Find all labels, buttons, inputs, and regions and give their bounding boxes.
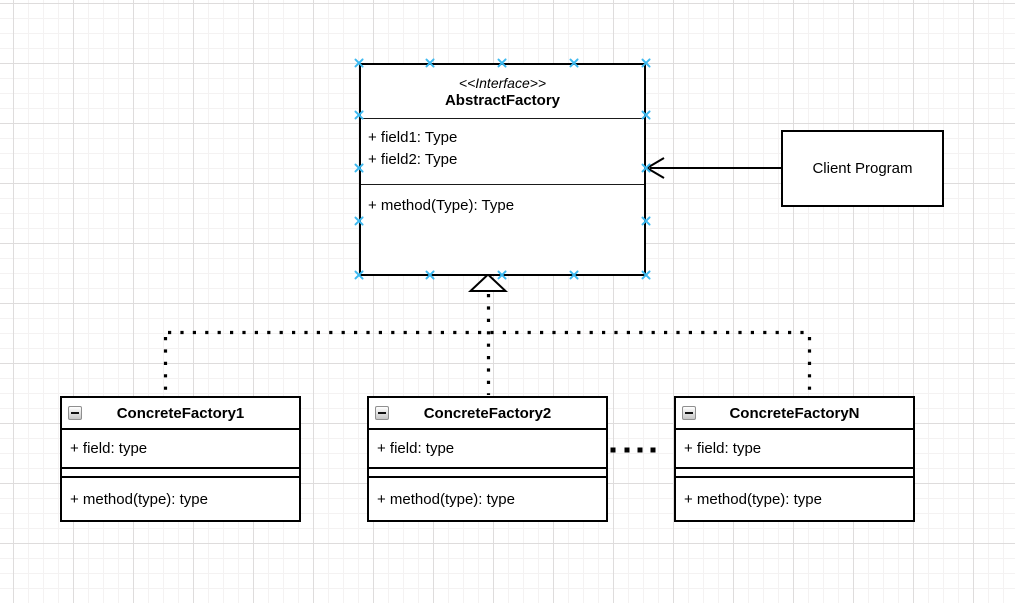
class-title-compartment: ConcreteFactoryN <box>676 398 913 430</box>
x-handle-icon[interactable] <box>568 269 580 281</box>
inheritance-triangle-icon[interactable] <box>467 273 509 292</box>
concrete-factory-1-class[interactable]: ConcreteFactory1 + field: type + method(… <box>60 396 301 522</box>
fields-compartment: + field: type <box>369 430 606 469</box>
methods-compartment: + method(type): type <box>676 478 913 520</box>
x-handle-icon[interactable] <box>353 109 365 121</box>
class-title-compartment: ConcreteFactory1 <box>62 398 299 430</box>
x-handle-icon[interactable] <box>353 215 365 227</box>
fields-compartment: + field: type <box>62 430 299 469</box>
collapse-minus-icon[interactable] <box>682 406 696 420</box>
collapse-minus-icon[interactable] <box>68 406 82 420</box>
methods-compartment: + method(Type): Type <box>361 185 644 217</box>
class-name: ConcreteFactory1 <box>116 404 245 422</box>
collapse-minus-icon[interactable] <box>375 406 389 420</box>
x-handle-icon[interactable] <box>353 269 365 281</box>
x-handle-icon[interactable] <box>640 57 652 69</box>
class-name: AbstractFactory <box>444 91 561 109</box>
x-handle-icon[interactable] <box>496 269 508 281</box>
x-handle-icon[interactable] <box>640 162 652 174</box>
class-name: ConcreteFactoryN <box>729 404 860 422</box>
x-handle-icon[interactable] <box>424 57 436 69</box>
class-name: ConcreteFactory2 <box>423 404 552 422</box>
field-entry: + field2: Type <box>368 151 458 168</box>
methods-compartment: + method(type): type <box>62 478 299 520</box>
compartment-divider <box>676 469 913 478</box>
compartment-divider <box>62 469 299 478</box>
method-entry: + method(type): type <box>377 490 515 508</box>
class-title-compartment: <<Interface>> AbstractFactory <box>361 65 644 119</box>
association-arrow[interactable] <box>645 157 781 179</box>
method-entry: + method(type): type <box>70 490 208 508</box>
realization-connector[interactable] <box>163 294 812 395</box>
field-entry: + field: type <box>70 440 148 457</box>
fields-compartment: + field: type <box>676 430 913 469</box>
x-handle-icon[interactable] <box>424 269 436 281</box>
x-handle-icon[interactable] <box>640 215 652 227</box>
method-entry: + method(type): type <box>684 490 822 508</box>
methods-compartment: + method(type): type <box>369 478 606 520</box>
ellipsis-dots <box>610 447 656 453</box>
x-handle-icon[interactable] <box>353 57 365 69</box>
x-handle-icon[interactable] <box>568 57 580 69</box>
stereotype-label: <<Interface>> <box>458 74 547 91</box>
x-handle-icon[interactable] <box>640 269 652 281</box>
abstract-factory-class[interactable]: <<Interface>> AbstractFactory + field1: … <box>359 63 646 276</box>
x-handle-icon[interactable] <box>496 57 508 69</box>
compartment-divider <box>369 469 606 478</box>
x-handle-icon[interactable] <box>353 162 365 174</box>
x-handle-icon[interactable] <box>640 109 652 121</box>
field-entry: + field1: Type <box>368 129 458 146</box>
method-entry: + method(Type): Type <box>368 197 515 214</box>
field-entry: + field: type <box>684 440 762 457</box>
client-program-label: Client Program <box>812 160 913 177</box>
client-program-box[interactable]: Client Program <box>781 130 944 207</box>
field-entry: + field: type <box>377 440 455 457</box>
class-title-compartment: ConcreteFactory2 <box>369 398 606 430</box>
concrete-factory-2-class[interactable]: ConcreteFactory2 + field: type + method(… <box>367 396 608 522</box>
fields-compartment: + field1: Type + field2: Type <box>361 119 644 185</box>
concrete-factory-n-class[interactable]: ConcreteFactoryN + field: type + method(… <box>674 396 915 522</box>
